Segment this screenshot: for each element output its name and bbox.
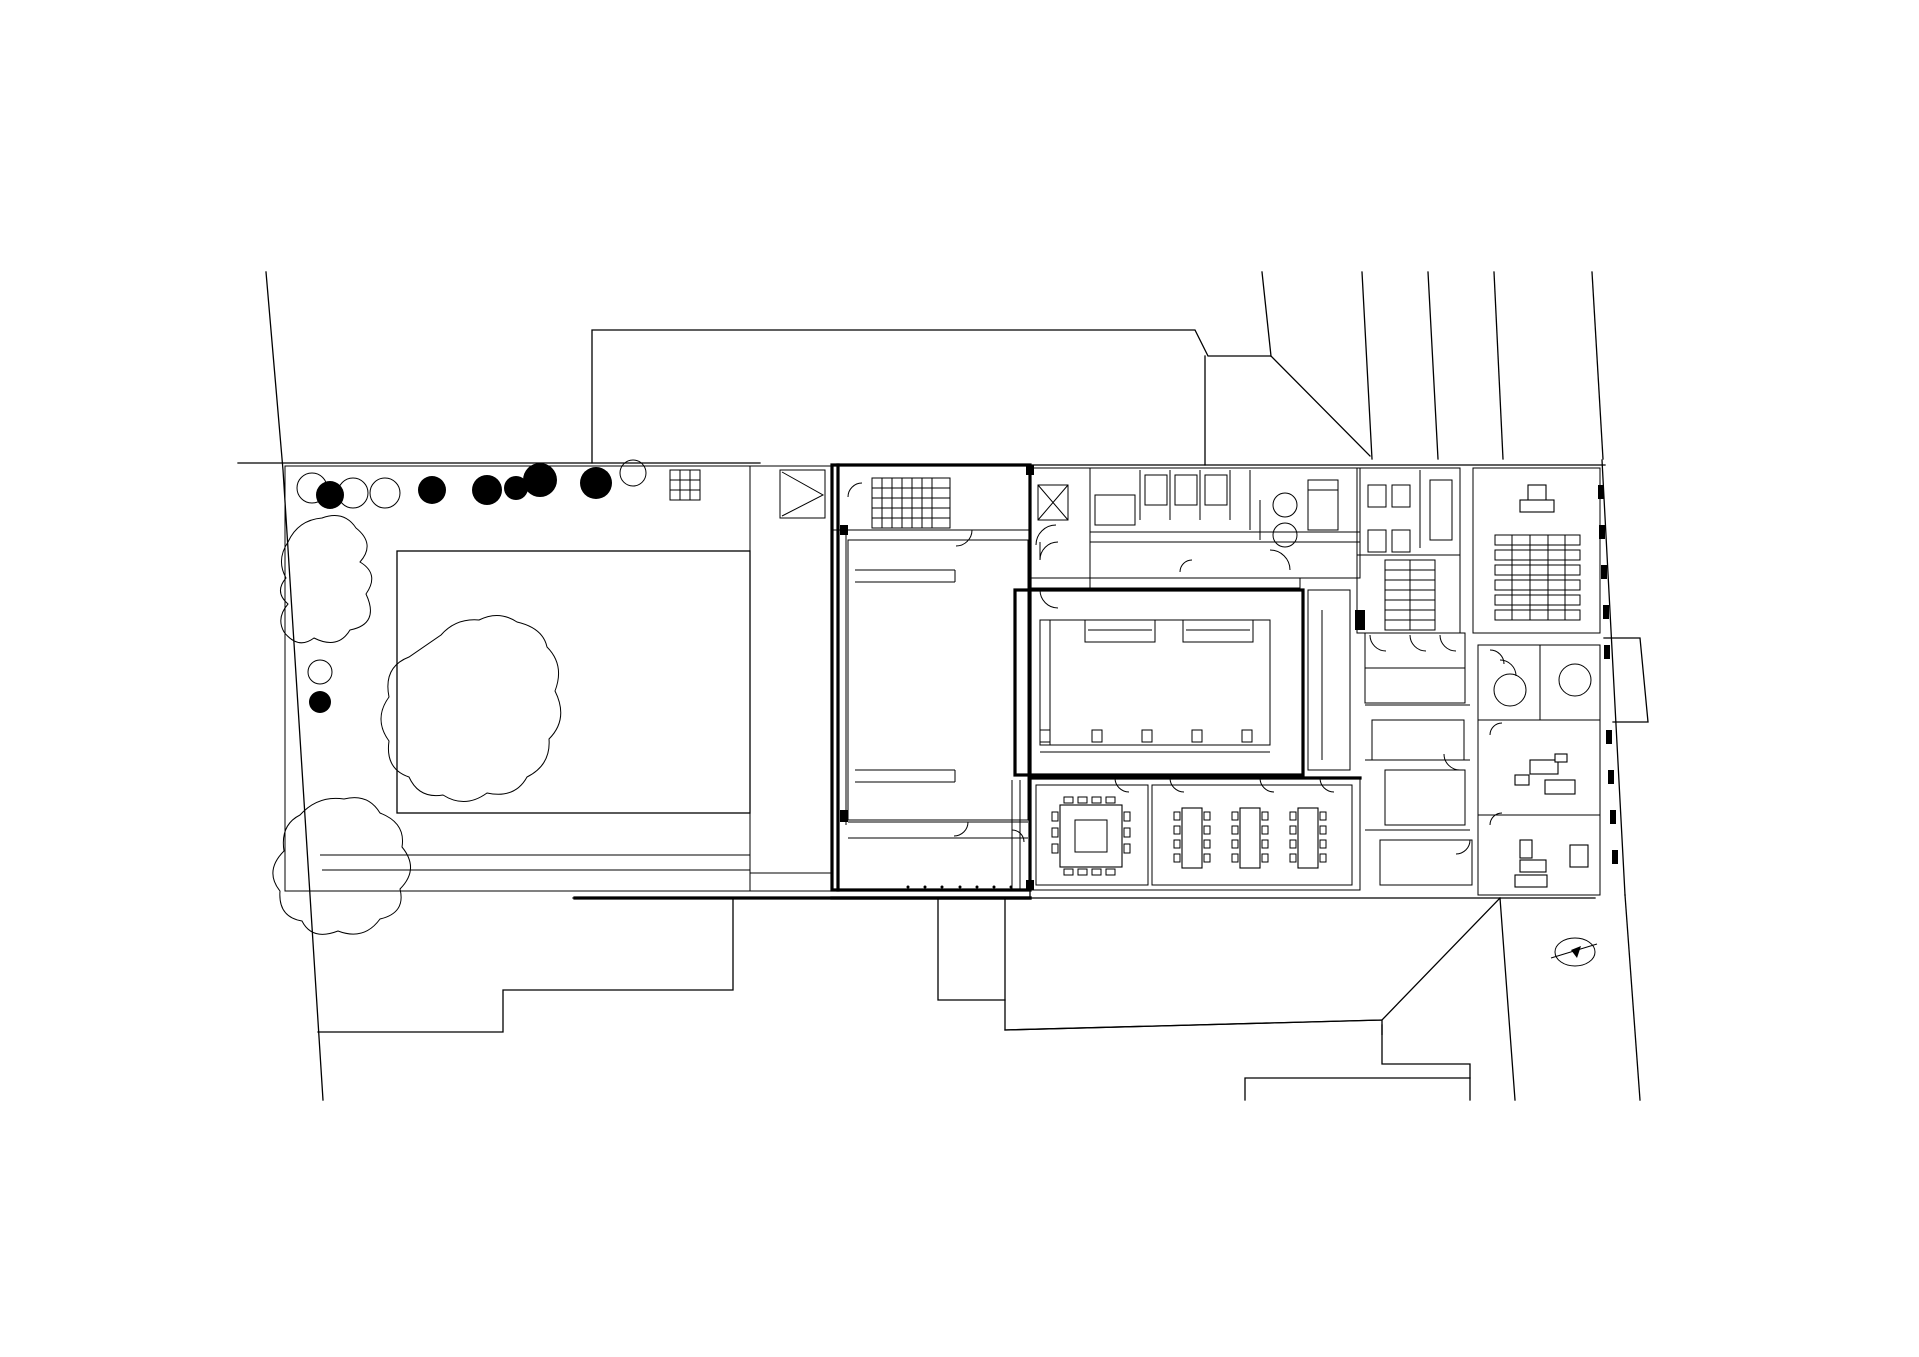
north-arrow-icon bbox=[1550, 937, 1598, 967]
stair-icon bbox=[1384, 559, 1436, 631]
main-hall bbox=[832, 477, 1030, 839]
seat-rows bbox=[1494, 534, 1581, 621]
wall-columns bbox=[840, 465, 1034, 890]
tree-icon bbox=[272, 797, 411, 935]
tree-icon bbox=[380, 615, 562, 802]
planter-grid bbox=[669, 469, 701, 501]
right-block bbox=[1356, 467, 1601, 896]
facade-piers bbox=[1355, 485, 1618, 864]
door-swing-icon bbox=[1035, 524, 1505, 665]
shrub-icon bbox=[309, 463, 612, 713]
column-dots bbox=[906, 885, 1013, 889]
context-outlines bbox=[237, 271, 1649, 1101]
chair-icon bbox=[1173, 811, 1327, 863]
central-block bbox=[1013, 467, 1361, 777]
meeting-rooms bbox=[1011, 776, 1362, 891]
tree-icon bbox=[280, 515, 373, 644]
entry-ramp bbox=[779, 469, 826, 519]
garden-area bbox=[284, 465, 833, 892]
chair-icon bbox=[1051, 796, 1131, 876]
stair-icon bbox=[871, 477, 951, 529]
